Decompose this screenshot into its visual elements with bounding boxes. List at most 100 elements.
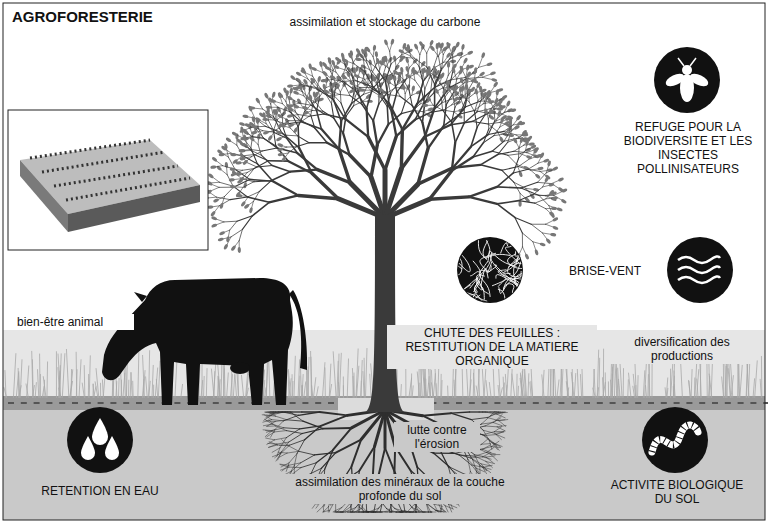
grass-blade: [597, 350, 599, 398]
leaf: [236, 172, 243, 176]
root: [286, 429, 299, 438]
branch: [345, 119, 368, 137]
soil-dash: [8, 402, 14, 404]
grass-blade: [651, 361, 652, 398]
grass-blade: [306, 365, 307, 398]
root: [282, 412, 288, 413]
soil-dash: [59, 402, 65, 404]
branch: [360, 87, 371, 88]
root: [302, 411, 320, 412]
root: [490, 412, 494, 416]
root: [323, 427, 351, 430]
leaf: [210, 210, 216, 217]
grass-blade: [181, 384, 183, 398]
grass-blade: [708, 376, 709, 398]
soil-dash: [520, 402, 526, 404]
soil-dash: [622, 402, 628, 404]
soil-dash: [238, 402, 244, 404]
leaf: [479, 71, 486, 77]
root: [266, 438, 275, 440]
soil-dash: [648, 402, 654, 404]
grass-blade: [27, 366, 29, 398]
soil-dash: [610, 402, 616, 404]
leaf: [312, 91, 316, 97]
grass-blade: [131, 372, 133, 398]
grass-blade: [411, 373, 413, 398]
branch: [316, 103, 323, 111]
root: [434, 453, 450, 467]
leaf: [287, 95, 294, 101]
root: [301, 455, 315, 463]
grass-blade: [557, 379, 559, 398]
leaf: [277, 113, 284, 119]
soil-dash: [21, 402, 27, 404]
grass-blade: [447, 386, 448, 398]
leaf: [239, 141, 246, 147]
root: [283, 412, 299, 415]
root: [271, 420, 283, 421]
grass-blade: [26, 384, 28, 398]
root: [471, 457, 483, 458]
root: [343, 507, 350, 512]
branch: [273, 181, 298, 195]
root: [316, 450, 333, 463]
root: [321, 415, 347, 425]
grass-blade: [120, 373, 122, 398]
root: [483, 435, 492, 443]
grass-blade: [542, 370, 544, 398]
branch: [287, 146, 297, 147]
grass-blade: [674, 376, 675, 398]
root: [434, 453, 455, 454]
grass-blade: [241, 375, 243, 398]
grass-blade: [71, 369, 72, 398]
branch: [401, 129, 402, 169]
root: [299, 451, 315, 455]
grass-blade: [689, 380, 691, 398]
root: [391, 512, 396, 513]
grass-blade: [370, 374, 371, 398]
leaf: [359, 88, 365, 91]
branch: [298, 195, 338, 198]
grass-blade: [206, 368, 208, 398]
root: [451, 412, 470, 413]
branch: [401, 102, 405, 113]
grass-blade: [603, 382, 606, 398]
grass-blade: [755, 360, 758, 398]
grass-blade: [32, 385, 34, 398]
root: [380, 512, 382, 513]
grass-blade: [628, 373, 630, 398]
soil-dash: [213, 402, 219, 404]
branch: [352, 63, 353, 75]
root: [350, 504, 353, 512]
branch: [346, 106, 354, 117]
root: [390, 512, 391, 513]
branch: [385, 64, 391, 81]
leaf: [278, 92, 284, 99]
grass-blade: [440, 374, 441, 398]
leaf: [378, 60, 385, 66]
leaf: [455, 41, 461, 48]
root: [287, 412, 289, 413]
leaf: [235, 161, 241, 165]
branch: [356, 91, 367, 108]
root: [491, 454, 500, 455]
root: [265, 419, 273, 424]
leaf: [211, 156, 218, 162]
soil-dash: [635, 402, 641, 404]
grass-blade: [498, 385, 499, 398]
leaf: [399, 55, 405, 59]
grass-blade: [294, 356, 295, 398]
grass-blade: [610, 380, 612, 398]
root: [275, 438, 287, 440]
leaf: [290, 75, 297, 81]
root: [445, 506, 448, 512]
grass-blade: [35, 382, 36, 398]
leaf: [393, 75, 397, 81]
leaf: [226, 236, 230, 243]
leaf: [266, 106, 272, 109]
grass-blade: [473, 373, 475, 398]
leaf: [385, 79, 392, 85]
root: [423, 512, 425, 513]
leaf: [277, 147, 284, 152]
root: [486, 461, 493, 467]
